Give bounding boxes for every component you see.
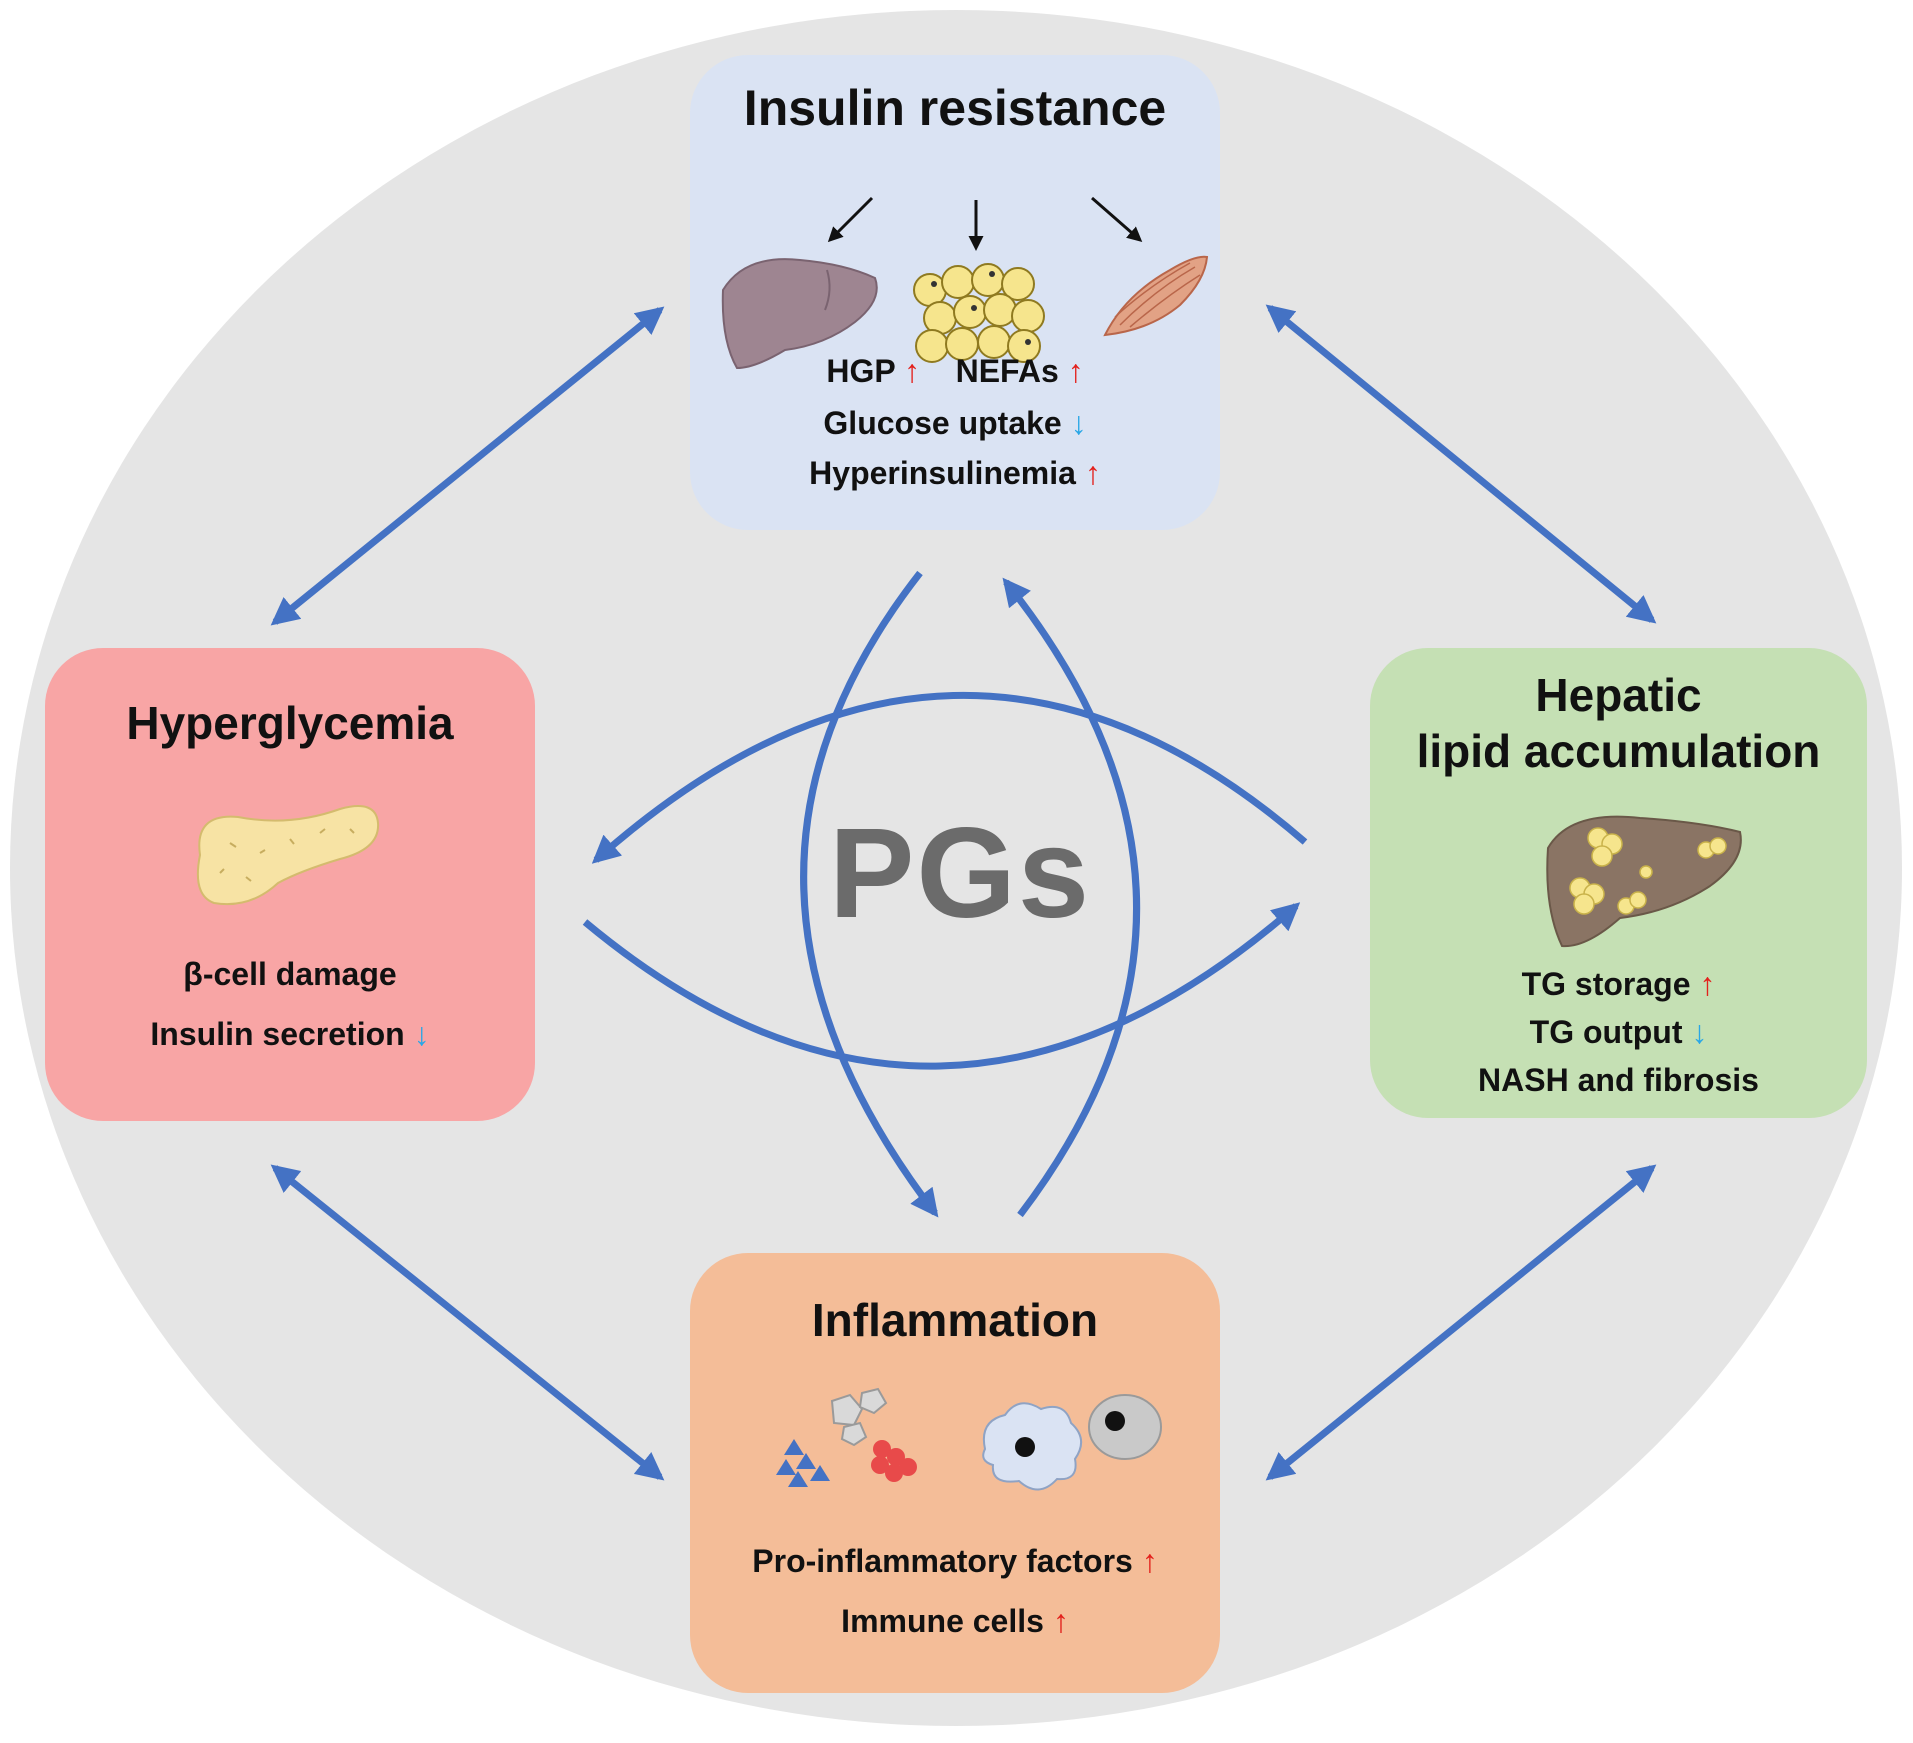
inf-line-2: Immune cells ↑	[690, 1603, 1220, 1640]
pgs-label: PGs	[828, 802, 1092, 945]
hepatic-title-line-1: Hepatic	[1535, 669, 1702, 721]
cytokines-icon	[776, 1387, 917, 1487]
inf-line-1: Pro-inflammatory factors ↑	[690, 1543, 1220, 1580]
insulin-resistance-panel: Insulin resistance HGP ↑	[690, 55, 1220, 530]
hg-line-2: Insulin secretion ↓	[45, 1016, 535, 1053]
ir-line-1: HGP ↑ NEFAs ↑	[690, 353, 1220, 390]
glucose-uptake-down-arrow-icon: ↓	[1070, 405, 1087, 441]
muscle-icon	[1103, 255, 1209, 337]
nash-fibrosis-label: NASH and fibrosis	[1478, 1062, 1759, 1098]
pancreas-icon	[196, 805, 380, 906]
nefas-label: NEFAs	[955, 353, 1059, 389]
ir-line-3: Hyperinsulinemia ↑	[690, 455, 1220, 492]
hep-line-1: TG storage ↑	[1370, 966, 1867, 1003]
hepatic-title-line-2: lipid accumulation	[1416, 725, 1821, 777]
pro-inflammatory-up-arrow-icon: ↑	[1141, 1543, 1158, 1579]
arrow-hyperglycemia-inflammation	[270, 1164, 665, 1481]
glucose-uptake-label: Glucose uptake	[823, 405, 1062, 441]
curve-insulin-resistance-to-inflammation	[800, 570, 939, 1218]
hep-line-2: TG output ↓	[1370, 1014, 1867, 1051]
hg-line-1: β-cell damage	[45, 956, 535, 993]
hepatic-lipid-panel: Hepatic lipid accumulation TG storage ↑ …	[1370, 648, 1867, 1118]
curve-hyperglycemia-to-hepatic	[582, 902, 1301, 1070]
hyperglycemia-title: Hyperglycemia	[126, 697, 454, 749]
arrow-hepatic-inflammation	[1265, 1164, 1657, 1481]
hyperglycemia-panel: Hyperglycemia β-cell damage Insulin secr…	[45, 648, 535, 1121]
pro-inflammatory-factors-label: Pro-inflammatory factors	[752, 1543, 1133, 1579]
curve-inflammation-to-insulin-resistance	[1002, 577, 1140, 1218]
tg-storage-label: TG storage	[1521, 966, 1691, 1002]
inflammation-panel: Inflammation Pro-inflammato	[690, 1253, 1220, 1693]
insulin-secretion-label: Insulin secretion	[150, 1016, 405, 1052]
immune-cell-icon	[1088, 1394, 1162, 1460]
hyperinsulinemia-up-arrow-icon: ↑	[1084, 455, 1101, 491]
hgp-up-arrow-icon: ↑	[904, 353, 921, 389]
immune-cells-up-arrow-icon: ↑	[1052, 1603, 1069, 1639]
beta-cell-damage-label: β-cell damage	[183, 956, 397, 992]
immune-cells-label: Immune cells	[841, 1603, 1044, 1639]
liver-icon	[721, 258, 878, 370]
tg-output-label: TG output	[1529, 1014, 1683, 1050]
insulin-secretion-down-arrow-icon: ↓	[413, 1016, 430, 1052]
insulin-resistance-title: Insulin resistance	[743, 80, 1167, 136]
macrophage-icon	[982, 1394, 1162, 1491]
curve-hepatic-to-hyperglycemia	[591, 692, 1308, 864]
hyperinsulinemia-label: Hyperinsulinemia	[809, 455, 1076, 491]
inflammation-title: Inflammation	[811, 1294, 1099, 1346]
hgp-label: HGP	[826, 353, 896, 389]
fatty-liver-icon	[1546, 815, 1742, 948]
ir-line-2: Glucose uptake ↓	[690, 405, 1220, 442]
tg-output-down-arrow-icon: ↓	[1691, 1014, 1708, 1050]
nefas-up-arrow-icon: ↑	[1067, 353, 1084, 389]
insulin-resistance-arrows	[827, 196, 1143, 251]
arrow-insulin-resistance-hepatic	[1265, 304, 1657, 624]
adipose-tissue-icon	[913, 263, 1045, 363]
hep-line-3: NASH and fibrosis	[1370, 1062, 1867, 1099]
tg-storage-up-arrow-icon: ↑	[1699, 966, 1716, 1002]
arrow-hyperglycemia-insulin-resistance	[270, 306, 665, 626]
